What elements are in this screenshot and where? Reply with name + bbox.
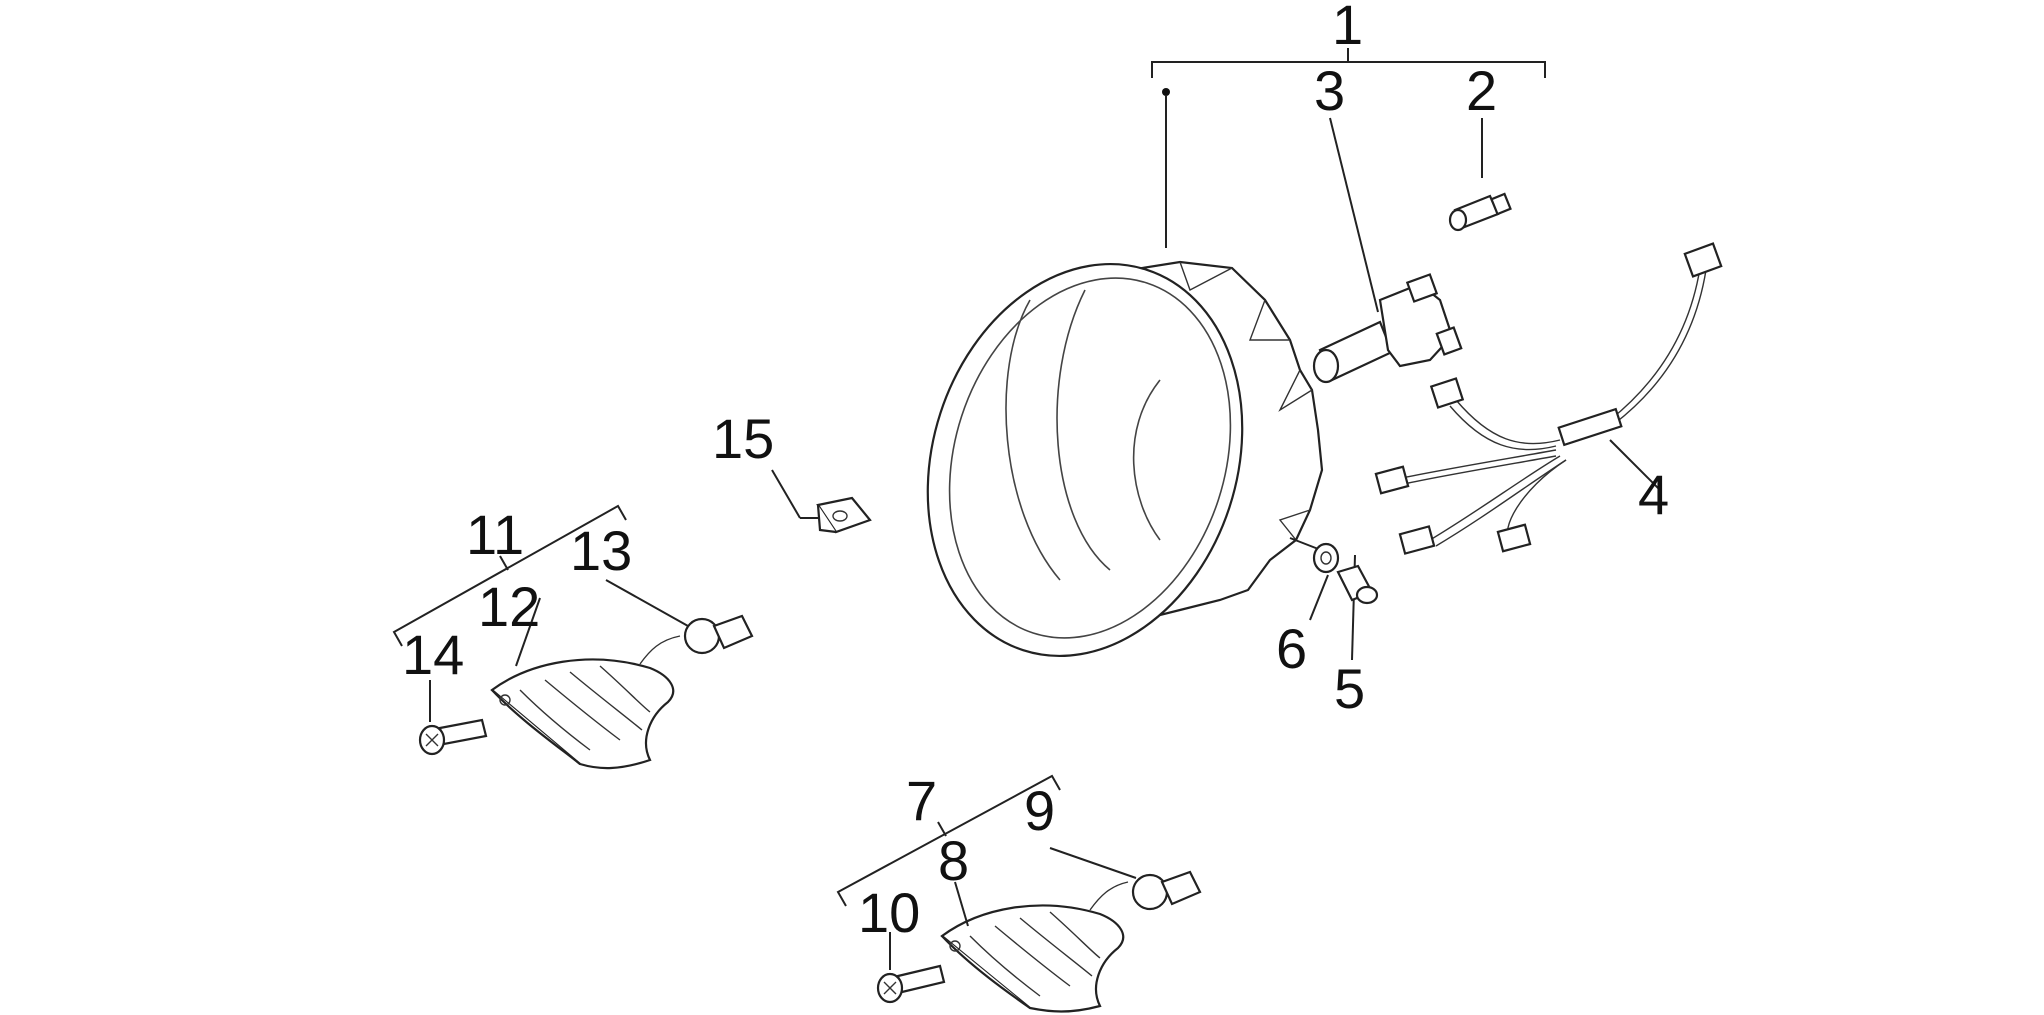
part-label-6: 6: [1276, 617, 1307, 680]
headlight-lens-rim: [926, 262, 1244, 658]
part-label-13: 13: [570, 519, 632, 582]
bottom-indicator-screw-part-10: [876, 932, 946, 1004]
part-label-15: 15: [712, 407, 774, 470]
left-indicator-bracket: [392, 504, 627, 647]
part-label-9: 9: [1024, 779, 1055, 842]
part-label-11: 11: [466, 503, 524, 566]
part-label-12: 12: [478, 575, 540, 638]
left-indicator-lens-part-12: [490, 597, 681, 770]
part-label-10: 10: [858, 881, 920, 944]
part-label-14: 14: [402, 623, 464, 686]
part-label-8: 8: [938, 829, 969, 892]
part-label-7: 7: [906, 769, 937, 832]
part-label-3: 3: [1314, 59, 1345, 122]
part-label-5: 5: [1334, 657, 1365, 720]
part-label-2: 2: [1466, 59, 1497, 122]
left-indicator-screw-part-14: [418, 680, 488, 756]
headlight-bulb-part-3: [1312, 117, 1463, 384]
clip-nut-part-15: [771, 469, 872, 534]
part-label-4: 4: [1638, 463, 1669, 526]
screw-part-5: [1336, 554, 1379, 661]
pilot-bulb-part-2: [1448, 118, 1512, 232]
washer-part-6: [1289, 537, 1340, 621]
bottom-indicator-bulb-part-9: [1049, 847, 1202, 911]
bottom-indicator-bracket: [836, 774, 1061, 907]
left-indicator-bulb-part-13: [605, 579, 754, 655]
group-1-bracket: [1151, 48, 1546, 96]
lens-reflection-line: [1005, 299, 1061, 581]
headlight-housing: [926, 96, 1324, 658]
wiring-harness-part-4: [1374, 242, 1723, 555]
bottom-indicator-lens-part-8: [940, 881, 1129, 1013]
part-label-1: 1: [1332, 0, 1363, 56]
